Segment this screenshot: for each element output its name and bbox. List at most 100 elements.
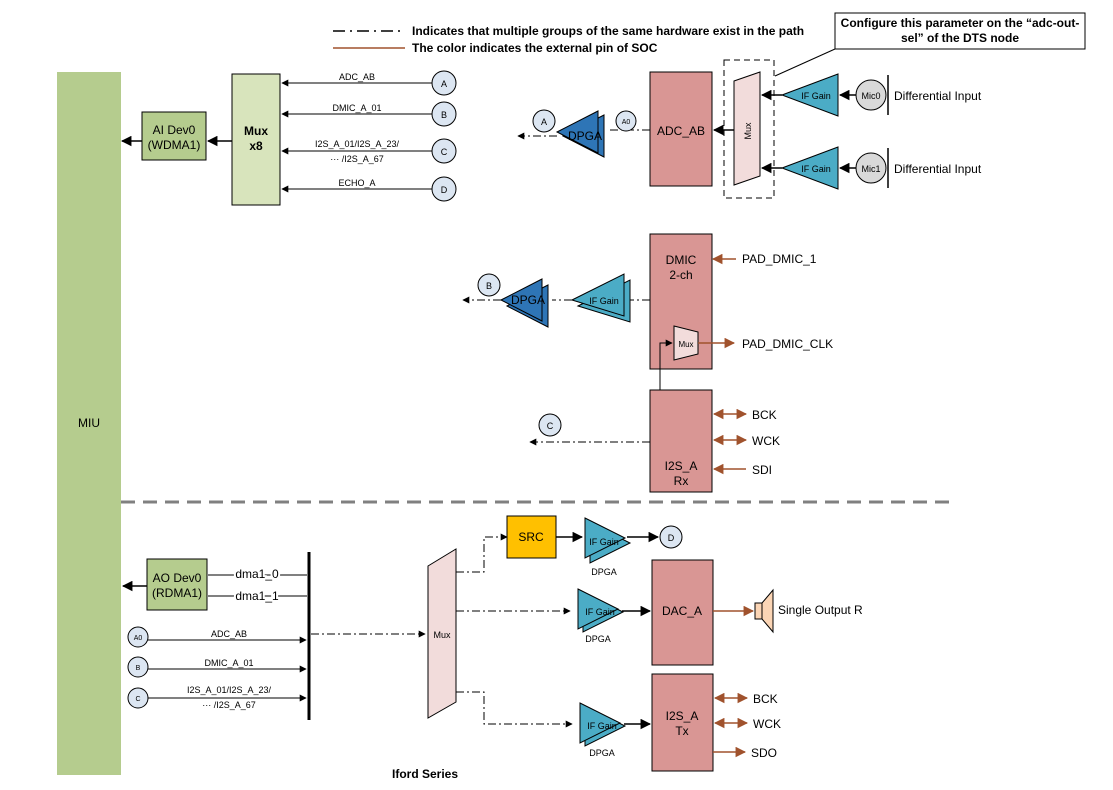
dma1-0-label: dma1_0	[235, 567, 279, 581]
callout-line2: sel” of the DTS node	[901, 31, 1019, 45]
series-label: Iford Series	[392, 767, 458, 781]
ai-input-c-label2: ··· /I2S_A_67	[330, 154, 384, 164]
i2s-rx-section: I2S_A Rx BCK WCK SDI C	[529, 389, 780, 493]
ao-node-b	[127, 656, 149, 678]
src-block	[506, 515, 557, 559]
i2s-tx-section: IF Gain DPGA I2S_A Tx BCK WCK SDO	[579, 673, 781, 772]
i2s-tx-block	[651, 673, 714, 772]
adc-node-a0	[615, 110, 637, 132]
ao-input-c-label2: ··· /I2S_A_67	[202, 700, 256, 710]
dac-gain	[577, 588, 620, 630]
speaker-cone-icon	[761, 588, 774, 634]
adc-ab-label: ADC_AB	[657, 124, 705, 138]
dmic-mux	[673, 325, 699, 361]
dma1-1-label: dma1_1	[235, 589, 279, 603]
tx-dpga-label: DPGA	[589, 748, 615, 758]
legend-pin-text: The color indicates the external pin of …	[412, 41, 658, 55]
i2s-tx-label1: I2S_A	[666, 709, 699, 723]
tx-wck-label: WCK	[753, 717, 781, 731]
mux-to-src-line	[456, 533, 508, 573]
dmic-dpga-label: DPGA	[511, 293, 545, 307]
adc-if-gain-0-label: IF Gain	[801, 91, 831, 101]
tx-gain-label: IF Gain	[587, 721, 617, 731]
ai-node-d	[431, 176, 457, 202]
pad-dmic-clk-label: PAD_DMIC_CLK	[742, 337, 833, 351]
src-section: SRC IF Gain DPGA D	[506, 515, 683, 577]
adc-mux-label: Mux	[743, 122, 753, 140]
ai-node-a	[431, 70, 457, 96]
ai-input-a-label: ADC_AB	[339, 72, 375, 82]
ai-dev0-label: AI Dev0	[153, 123, 196, 137]
dac-output-label: Single Output R	[778, 603, 863, 617]
adc-mux-dashed-box	[723, 59, 775, 199]
dac-section: IF Gain DPGA DAC_A Single Output R	[577, 559, 863, 666]
src-label: SRC	[518, 530, 544, 544]
ai-mux-label: Mux	[244, 124, 268, 138]
miu-label: MIU	[78, 416, 100, 430]
mic0-icon	[855, 79, 887, 111]
dmic-section: DMIC 2-ch Mux PAD_DMIC_1 PAD_DMIC_CLK IF…	[462, 233, 833, 415]
ao-input-c-label1: I2S_A_01/I2S_A_23/	[187, 685, 272, 695]
mux-to-tx-gain-line	[456, 691, 573, 728]
i2s-rx-block	[649, 389, 713, 493]
rx-wck-label: WCK	[752, 434, 780, 448]
tx-gain	[579, 702, 622, 744]
legend-dashdot-text: Indicates that multiple groups of the sa…	[412, 24, 804, 38]
ai-node-d-label: D	[441, 185, 448, 195]
ai-section: AI Dev0 (WDMA1) Mux x8 ADC_AB A DMIC_A_0…	[120, 70, 457, 206]
ao-input-b-label: DMIC_A_01	[204, 658, 253, 668]
ao-mux	[427, 548, 457, 719]
miu-bus	[57, 72, 121, 775]
rx-bck-label: BCK	[752, 408, 777, 422]
rx-sdi-label: SDI	[752, 463, 772, 477]
adc-if-gain-1	[780, 146, 839, 190]
tx-bck-label: BCK	[753, 692, 778, 706]
dmic-dpga	[499, 278, 543, 322]
mic1-input-label: Differential Input	[894, 162, 982, 176]
src-node-d-label: D	[668, 533, 675, 543]
src-node-d	[659, 525, 683, 549]
dmic-if-gain-label: IF Gain	[589, 296, 619, 306]
ai-input-b-label: DMIC_A_01	[332, 103, 381, 113]
ai-mux-sub: x8	[249, 139, 263, 153]
adc-mux	[733, 71, 761, 186]
dmic-label2: 2-ch	[669, 268, 692, 282]
adc-node-a	[532, 109, 556, 133]
tx-sdo-label: SDO	[751, 746, 777, 760]
mic0-input-label: Differential Input	[894, 89, 982, 103]
src-gain	[584, 517, 627, 559]
ao-dev0-sub: (RDMA1)	[152, 586, 202, 600]
ai-input-d-label: ECHO_A	[338, 178, 375, 188]
adc-node-a-label: A	[541, 117, 547, 127]
src-dpga-label: DPGA	[591, 567, 617, 577]
ao-mux-label: Mux	[433, 630, 451, 640]
ao-dev0-label: AO Dev0	[153, 571, 202, 585]
ai-node-b-label: B	[441, 110, 447, 120]
rx-node-c-label: C	[547, 421, 554, 431]
adc-if-gain-0	[780, 73, 839, 117]
dmic-node-b	[477, 273, 501, 297]
adc-node-a0-label: A0	[622, 119, 631, 126]
mic1-label: Mic1	[861, 164, 880, 174]
ai-node-b	[431, 101, 457, 127]
ao-node-a0	[127, 626, 149, 648]
ao-node-a0-label: A0	[134, 635, 143, 642]
adc-section: ADC_AB Mux IF Gain Mic0 Differential Inp…	[517, 59, 982, 199]
ao-dev0-block	[146, 558, 208, 611]
adc-if-gain-1-label: IF Gain	[801, 164, 831, 174]
ai-node-c	[431, 138, 457, 164]
dmic-if-gain	[570, 273, 625, 317]
dac-gain-label: IF Gain	[585, 607, 615, 617]
adc-dpga-label: DPGA	[568, 129, 602, 143]
ao-section: AO Dev0 (RDMA1) dma1_0 dma1_1 A0 ADC_AB …	[121, 533, 573, 728]
dac-a-label: DAC_A	[662, 604, 702, 618]
i2s-tx-label2: Tx	[675, 724, 688, 738]
dmic-mux-label: Mux	[678, 340, 693, 349]
ai-node-a-label: A	[441, 79, 447, 89]
dac-dpga-label: DPGA	[585, 634, 611, 644]
ai-input-c-label1: I2S_A_01/I2S_A_23/	[315, 139, 400, 149]
ao-node-c-label: C	[135, 696, 140, 703]
ai-node-c-label: C	[441, 147, 448, 157]
i2s-rx-label2: Rx	[674, 474, 689, 488]
